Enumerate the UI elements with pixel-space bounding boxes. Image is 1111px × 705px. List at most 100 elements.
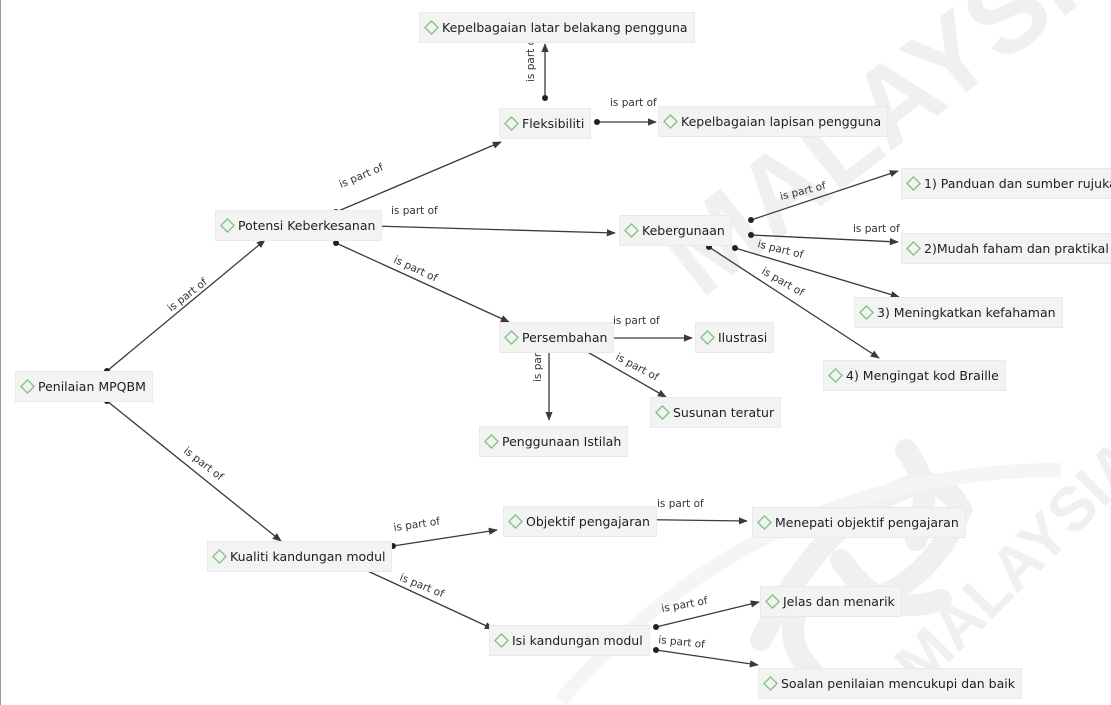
node-label: Jelas dan menarik — [783, 594, 895, 609]
node-penggunaan-istilah[interactable]: Penggunaan Istilah — [479, 426, 629, 457]
edge-label: is part of — [853, 223, 900, 235]
node-label: 1) Panduan dan sumber rujukan — [924, 176, 1111, 191]
edge-line — [750, 170, 899, 221]
edge-label: is part of — [614, 351, 661, 384]
node-fleksibiliti[interactable]: Fleksibiliti — [499, 108, 592, 139]
edge-potensi-persembahan: is part of — [333, 240, 510, 323]
diamond-icon — [20, 379, 35, 394]
edge-label: is part of — [393, 516, 441, 534]
diamond-icon — [700, 330, 715, 345]
edge-label: is part of — [181, 445, 225, 483]
node-mudah-faham-praktikal[interactable]: 2)Mudah faham dan praktikal — [901, 233, 1111, 264]
edge-line — [750, 234, 899, 246]
edge-start-dot — [653, 624, 659, 630]
node-label: Kebergunaan — [642, 223, 725, 238]
diamond-icon — [906, 241, 921, 256]
node-panduan-sumber-rujukan[interactable]: 1) Panduan dan sumber rujukan — [901, 168, 1111, 199]
edge-line — [583, 349, 667, 398]
diamond-icon — [424, 20, 439, 35]
diamond-icon — [763, 676, 778, 691]
edge-kualiti-isi: is part of — [356, 564, 494, 630]
edge-label: is part of — [613, 315, 660, 327]
edge-line — [335, 141, 502, 213]
node-penilaian-mpqbm[interactable]: Penilaian MPQBM — [15, 371, 153, 402]
node-label: 2)Mudah faham dan praktikal — [924, 241, 1109, 256]
edge-label: is part of — [779, 180, 828, 203]
edge-kebergunaan-mudah_faham: is part of — [748, 223, 900, 246]
diamond-icon — [624, 223, 639, 238]
node-kepelbagaian-latar-belakang[interactable]: Kepelbagaian latar belakang pengguna — [419, 12, 695, 43]
node-potensi-keberkesanan[interactable]: Potensi Keberkesanan — [215, 210, 383, 241]
edge-start-dot — [748, 232, 754, 238]
diamond-icon — [906, 176, 921, 191]
edge-line — [655, 649, 759, 668]
node-label: 4) Mengingat kod Braille — [846, 368, 999, 383]
node-label: Persembahan — [522, 330, 608, 345]
edge-label: is part of — [165, 276, 209, 314]
edge-start-dot — [542, 95, 548, 101]
node-label: Menepati objektif pengajaran — [775, 515, 959, 530]
edge-persembahan-susunan: is part of — [581, 347, 667, 398]
edge-line — [655, 600, 760, 628]
diamond-icon — [220, 218, 235, 233]
node-isi-kandungan-modul[interactable]: Isi kandungan modul — [489, 625, 650, 656]
edge-penilaian-potensi: is part of — [104, 239, 266, 374]
edge-line — [358, 566, 494, 630]
node-label: Penggunaan Istilah — [502, 434, 622, 449]
edge-label: is part of — [525, 35, 537, 82]
edge-start-dot — [653, 647, 659, 653]
edge-start-dot — [748, 217, 754, 223]
diamond-icon — [663, 114, 678, 129]
node-label: Penilaian MPQBM — [38, 379, 146, 394]
edge-line — [335, 242, 510, 323]
node-label: Potensi Keberkesanan — [238, 218, 376, 233]
node-kualiti-kandungan-modul[interactable]: Kualiti kandungan modul — [207, 541, 393, 572]
diamond-icon — [494, 633, 509, 648]
node-mengingat-kod-braille[interactable]: 4) Mengingat kod Braille — [823, 360, 1006, 391]
node-label: Kepelbagaian lapisan pengguna — [681, 114, 882, 129]
diamond-icon — [655, 405, 670, 420]
node-persembahan[interactable]: Persembahan — [499, 322, 615, 353]
edge-label: is part of — [660, 595, 708, 615]
node-label: Fleksibiliti — [522, 116, 585, 131]
edge-start-dot — [594, 119, 600, 125]
edge-label: is part of — [337, 161, 385, 190]
node-label: Susunan teratur — [673, 405, 775, 420]
edge-label: is part of — [756, 238, 805, 261]
node-menepati-objektif[interactable]: Menepati objektif pengajaran — [752, 507, 966, 538]
node-kepelbagaian-lapisan[interactable]: Kepelbagaian lapisan pengguna — [658, 106, 889, 137]
node-meningkatkan-kefahaman[interactable]: 3) Meningkatkan kefahaman — [854, 297, 1063, 328]
diamond-icon — [757, 515, 772, 530]
node-jelas-dan-menarik[interactable]: Jelas dan menarik — [760, 586, 902, 617]
edge-label: is part of — [760, 265, 807, 299]
diamond-icon — [765, 594, 780, 609]
edge-line — [372, 225, 616, 237]
edge-line — [106, 400, 282, 542]
node-soalan-penilaian[interactable]: Soalan penilaian mencukupi dan baik — [758, 668, 1022, 699]
edge-isi-jelas: is part of — [653, 595, 760, 630]
edge-label: is part of — [658, 634, 706, 651]
diamond-icon — [212, 549, 227, 564]
edge-potensi-kebergunaan: is part of — [370, 205, 616, 237]
edge-kebergunaan-panduan: is part of — [748, 170, 899, 223]
node-label: Kualiti kandungan modul — [230, 549, 386, 564]
node-label: 3) Meningkatkan kefahaman — [877, 305, 1056, 320]
edge-label: is part of — [391, 205, 438, 217]
node-objektif-pengajaran[interactable]: Objektif pengajaran — [503, 506, 657, 537]
diamond-icon — [508, 514, 523, 529]
edge-start-dot — [732, 245, 738, 251]
edge-start-dot — [333, 240, 339, 246]
edge-label: is part of — [657, 498, 704, 510]
edge-label: is part of — [610, 97, 657, 109]
edge-penilaian-kualiti: is part of — [104, 398, 282, 542]
diamond-icon — [504, 330, 519, 345]
node-susunan-teratur[interactable]: Susunan teratur — [650, 397, 782, 428]
edge-line — [734, 247, 900, 299]
node-label: Soalan penilaian mencukupi dan baik — [781, 676, 1015, 691]
node-kebergunaan[interactable]: Kebergunaan — [619, 215, 732, 246]
node-ilustrasi[interactable]: Ilustrasi — [695, 322, 775, 353]
node-label: Kepelbagaian latar belakang pengguna — [442, 20, 688, 35]
diamond-icon — [504, 116, 519, 131]
